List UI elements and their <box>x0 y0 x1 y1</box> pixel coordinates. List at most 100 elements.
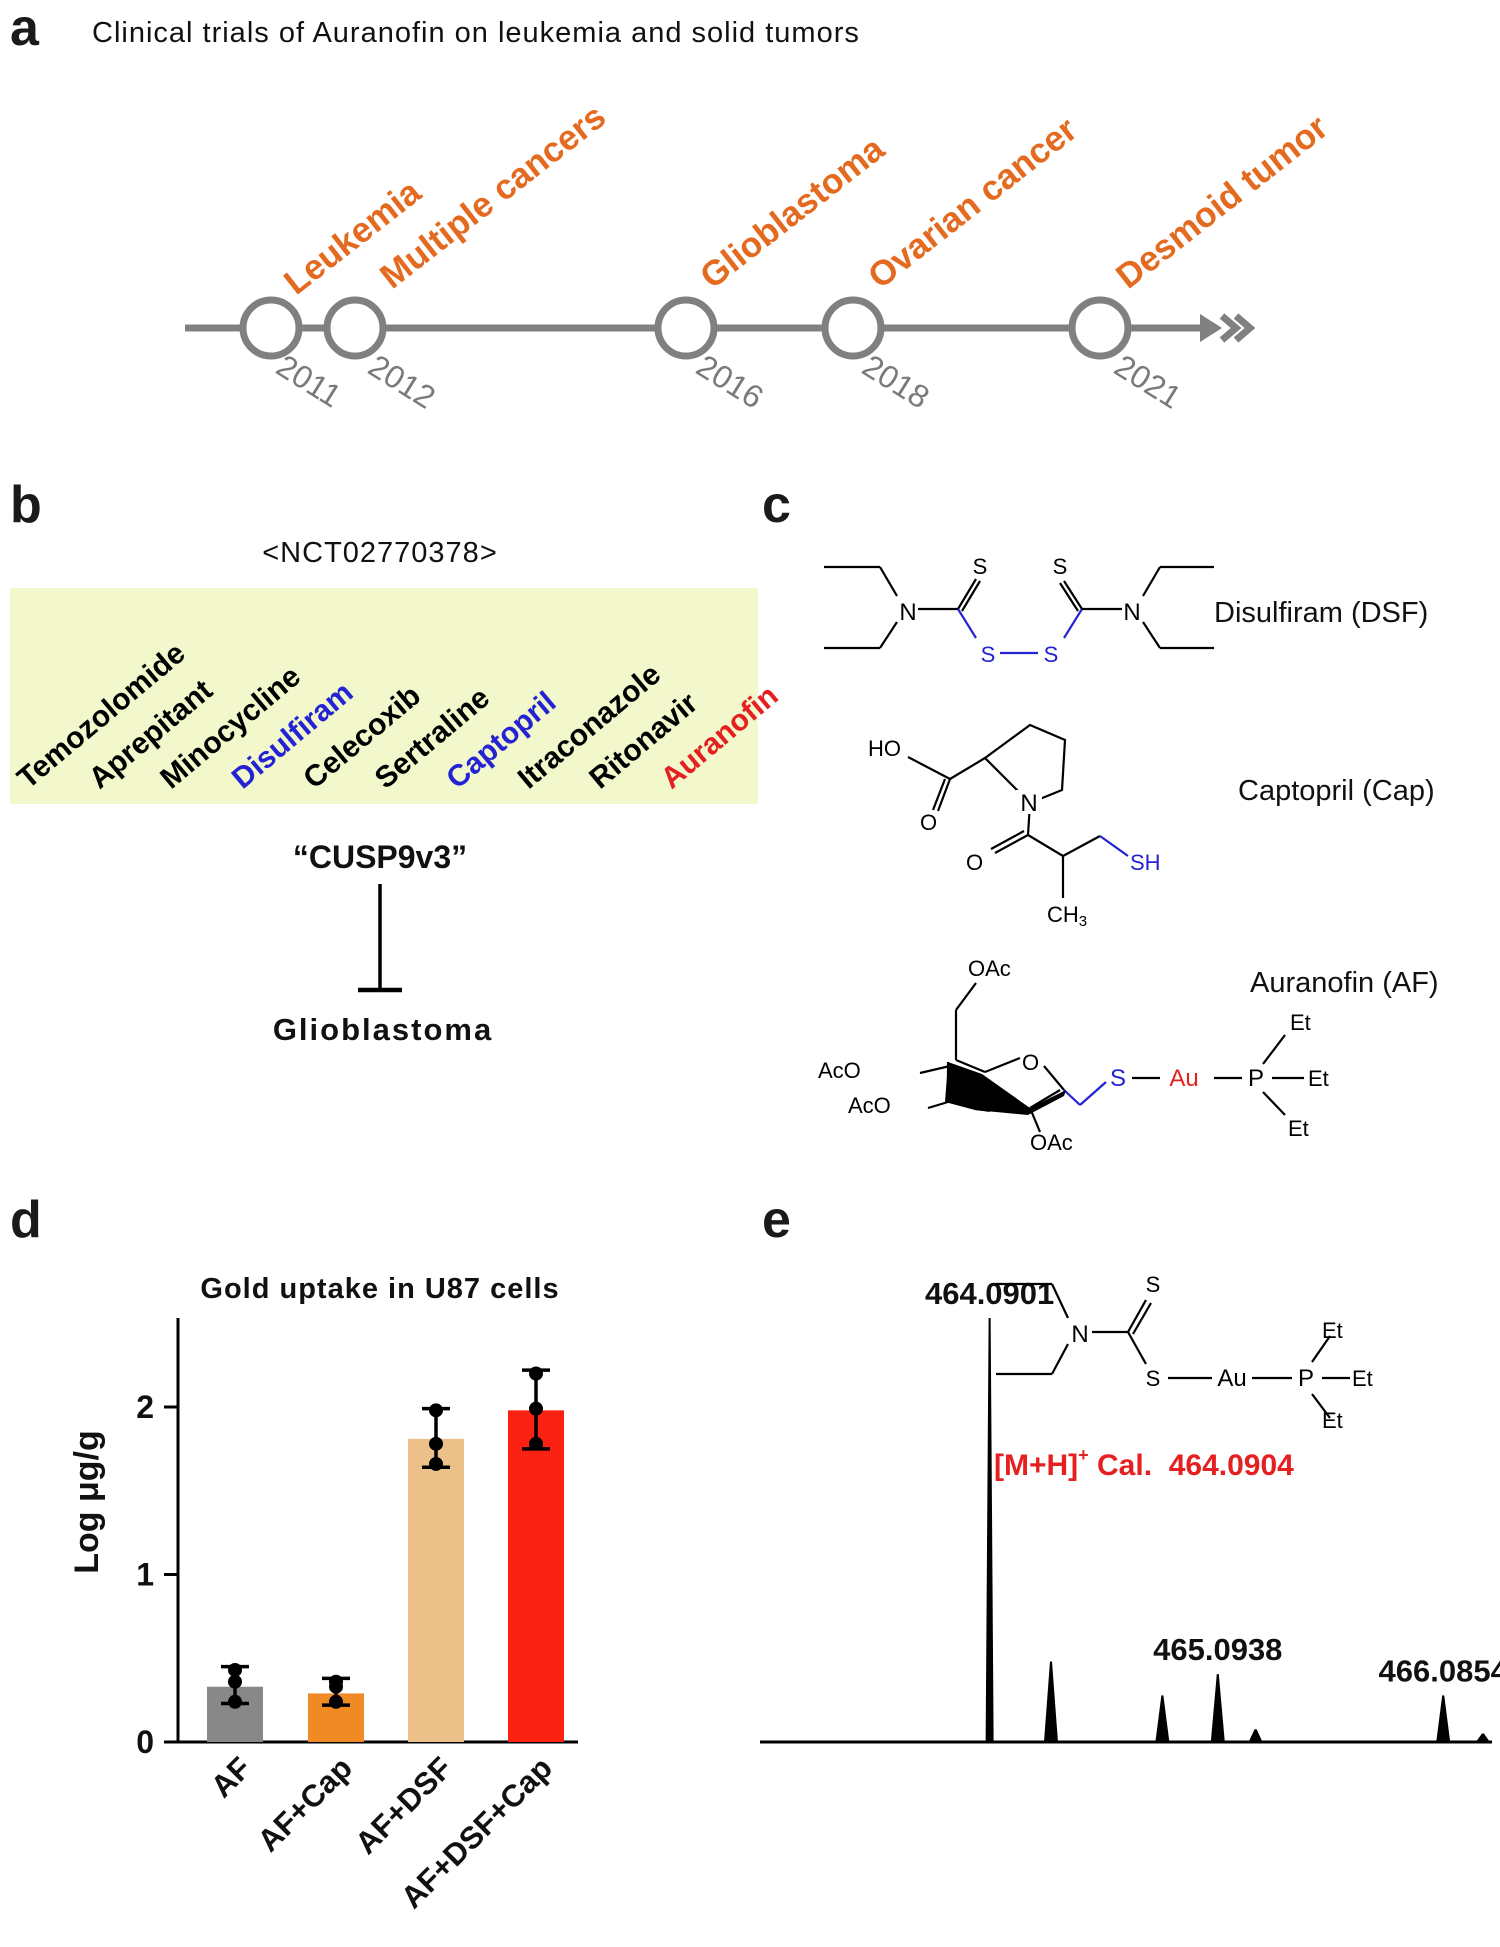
atom-s-sulfur: S <box>1110 1065 1126 1092</box>
atom-o: O <box>1022 1050 1039 1075</box>
atom-s: S <box>1146 1272 1161 1297</box>
atom-mask <box>1016 790 1042 814</box>
data-point <box>429 1456 443 1471</box>
panel-b-letter: b <box>10 476 42 534</box>
spectrum-peak <box>1248 1729 1263 1742</box>
atom-sh: SH <box>1130 850 1161 875</box>
complex-structure <box>996 1282 1350 1419</box>
spectrum-peak <box>985 1318 994 1742</box>
timeline-node <box>323 296 387 360</box>
data-point <box>228 1674 242 1689</box>
event-year-2018: 2018 <box>856 347 935 415</box>
atom-et: Et <box>1322 1318 1343 1343</box>
atom-o: O <box>966 850 983 875</box>
atom-au-gold: Au <box>1169 1065 1198 1092</box>
atom-et: Et <box>1288 1116 1309 1141</box>
atom-s: S <box>973 554 988 579</box>
panel-e: e 464.0901 465.0938 466.0854 N S S Au P Et… <box>760 1191 1500 1744</box>
panel-d: d Gold uptake in U87 cells Log μg/g 0 1 2A… <box>10 1191 578 1915</box>
atom-s-sulfur: S <box>1044 642 1059 667</box>
atom-ch3: CH3 <box>1047 902 1087 930</box>
captopril-structure <box>907 723 1129 898</box>
timeline-event-2016: Glioblastoma 2016 <box>654 129 892 416</box>
peak-label: 466.0854 <box>1379 1653 1500 1688</box>
x-tick-label: AF+Cap <box>251 1750 359 1858</box>
event-label-glioblastoma: Glioblastoma <box>693 129 892 297</box>
timeline-event-2012: Multiple cancers 2012 <box>323 97 613 416</box>
y-tick-label: 0 <box>136 1724 154 1760</box>
y-tick-label: 1 <box>136 1557 154 1593</box>
bar <box>508 1410 564 1742</box>
data-point <box>529 1401 543 1416</box>
compound-name-auranofin: Auranofin (AF) <box>1250 967 1439 999</box>
atom-oac: OAc <box>968 956 1011 981</box>
spectrum-peak <box>1210 1674 1225 1742</box>
timeline-node <box>654 296 718 360</box>
atom-n: N <box>899 599 916 626</box>
atom-n: N <box>1020 790 1037 817</box>
spectrum-peak <box>1475 1733 1490 1742</box>
atom-oac: OAc <box>1030 1130 1073 1155</box>
drug-list-box <box>10 588 758 804</box>
data-point <box>529 1436 543 1451</box>
sugar-ring-bold <box>958 1078 990 1112</box>
bar <box>408 1438 464 1742</box>
atom-s-sulfur: S <box>981 642 996 667</box>
event-year-2012: 2012 <box>362 347 441 415</box>
event-year-2016: 2016 <box>690 347 769 415</box>
timeline-node <box>239 296 303 360</box>
panel-a-letter: a <box>10 0 40 57</box>
panel-a: a Clinical trials of Auranofin on leukem… <box>10 0 1335 416</box>
panel-c: c N S S S S N Disulfiram (DSF) <box>762 476 1439 1155</box>
timeline-event-2021: Desmoid tumor 2021 <box>1068 107 1336 416</box>
timeline-node <box>1068 296 1132 360</box>
spectrum-peak <box>1155 1695 1170 1742</box>
atom-ho: HO <box>868 736 901 761</box>
timeline-chevrons <box>1219 313 1256 343</box>
disulfiram-structure <box>824 565 1214 655</box>
atom-o: O <box>920 810 937 835</box>
target-label: Glioblastoma <box>273 1012 493 1047</box>
compound-name-disulfiram: Disulfiram (DSF) <box>1214 597 1428 629</box>
atom-et: Et <box>1322 1408 1343 1433</box>
timeline-node <box>821 296 885 360</box>
data-point <box>228 1694 242 1709</box>
regimen-label: “CUSP9v3” <box>293 839 467 875</box>
panel-e-letter: e <box>762 1191 791 1249</box>
atom-n: N <box>1071 1321 1088 1348</box>
data-point <box>329 1694 343 1709</box>
chart-title: Gold uptake in U87 cells <box>200 1273 559 1305</box>
spectrum-peak <box>1436 1695 1451 1742</box>
atom-s: S <box>1146 1366 1161 1391</box>
atom-et: Et <box>1290 1010 1311 1035</box>
compound-name-captopril: Captopril (Cap) <box>1238 775 1435 807</box>
event-year-2021: 2021 <box>1108 347 1187 415</box>
atom-aco: AcO <box>818 1058 861 1083</box>
peak-label: 464.0901 <box>925 1276 1054 1311</box>
y-axis-label: Log μg/g <box>68 1430 106 1574</box>
data-point <box>329 1674 343 1689</box>
panel-c-letter: c <box>762 476 791 534</box>
panel-d-letter: d <box>10 1191 42 1249</box>
atom-au: Au <box>1217 1365 1246 1392</box>
atom-n: N <box>1123 599 1140 626</box>
event-label-desmoid-tumor: Desmoid tumor <box>1109 107 1336 296</box>
atom-aco: AcO <box>848 1093 891 1118</box>
data-point <box>429 1436 443 1451</box>
atom-s: S <box>1053 554 1068 579</box>
panel-a-title: Clinical trials of Auranofin on leukemia… <box>92 17 860 49</box>
x-tick-label: AF <box>204 1750 258 1804</box>
atom-et: Et <box>1352 1366 1373 1391</box>
mass-spectrum: 464.0901 465.0938 466.0854 <box>760 1276 1500 1744</box>
timeline-arrowhead <box>1200 314 1222 342</box>
peak-label: 465.0938 <box>1153 1632 1282 1667</box>
data-point <box>529 1366 543 1381</box>
event-label-ovarian-cancer: Ovarian cancer <box>861 110 1085 297</box>
atom-p: P <box>1298 1365 1314 1392</box>
data-point <box>429 1403 443 1418</box>
y-tick-label: 2 <box>136 1389 154 1425</box>
trial-id: <NCT02770378> <box>262 537 498 569</box>
atom-p: P <box>1248 1065 1264 1092</box>
data-point <box>228 1662 242 1677</box>
